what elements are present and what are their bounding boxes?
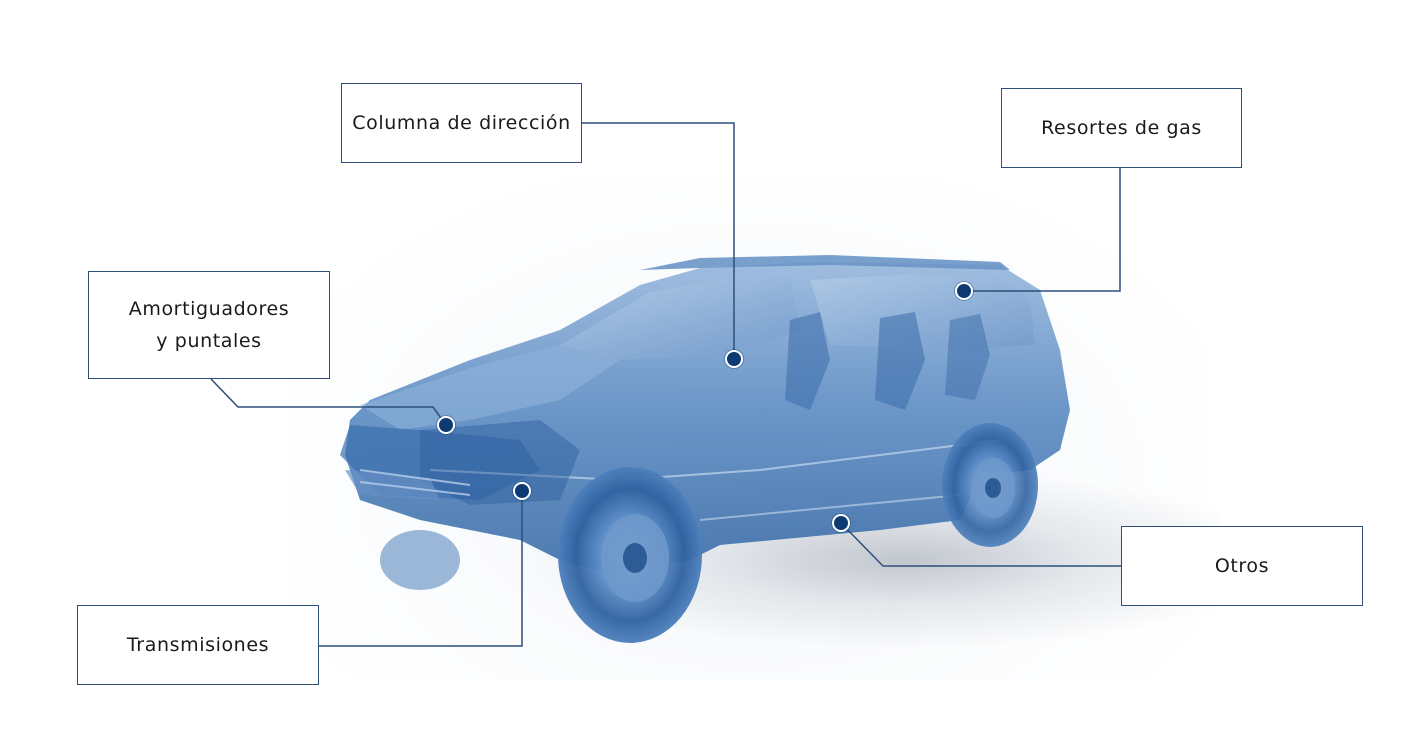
hotspot-otros[interactable] [832, 514, 850, 532]
callout-amortiguadores-y-puntales[interactable]: Amortiguadores y puntales [88, 271, 330, 379]
callout-resortes-de-gas[interactable]: Resortes de gas [1001, 88, 1242, 168]
callout-label-line2: y puntales [156, 330, 262, 352]
callout-label: Columna de dirección [352, 112, 571, 134]
hotspot-transmisiones[interactable] [513, 482, 531, 500]
hotspot-amortiguadores-y-puntales[interactable] [437, 416, 455, 434]
callout-label: Resortes de gas [1041, 117, 1202, 139]
callout-label-line1: Amortiguadores [128, 298, 290, 320]
callout-transmisiones[interactable]: Transmisiones [77, 605, 319, 685]
callout-label: Transmisiones [126, 634, 270, 656]
hotspot-resortes-de-gas[interactable] [955, 282, 973, 300]
hotspot-columna-de-direccion[interactable] [725, 350, 743, 368]
callout-label: Otros [1214, 555, 1270, 577]
callout-otros[interactable]: Otros [1121, 526, 1363, 606]
callout-columna-de-direccion[interactable]: Columna de dirección [341, 83, 582, 163]
